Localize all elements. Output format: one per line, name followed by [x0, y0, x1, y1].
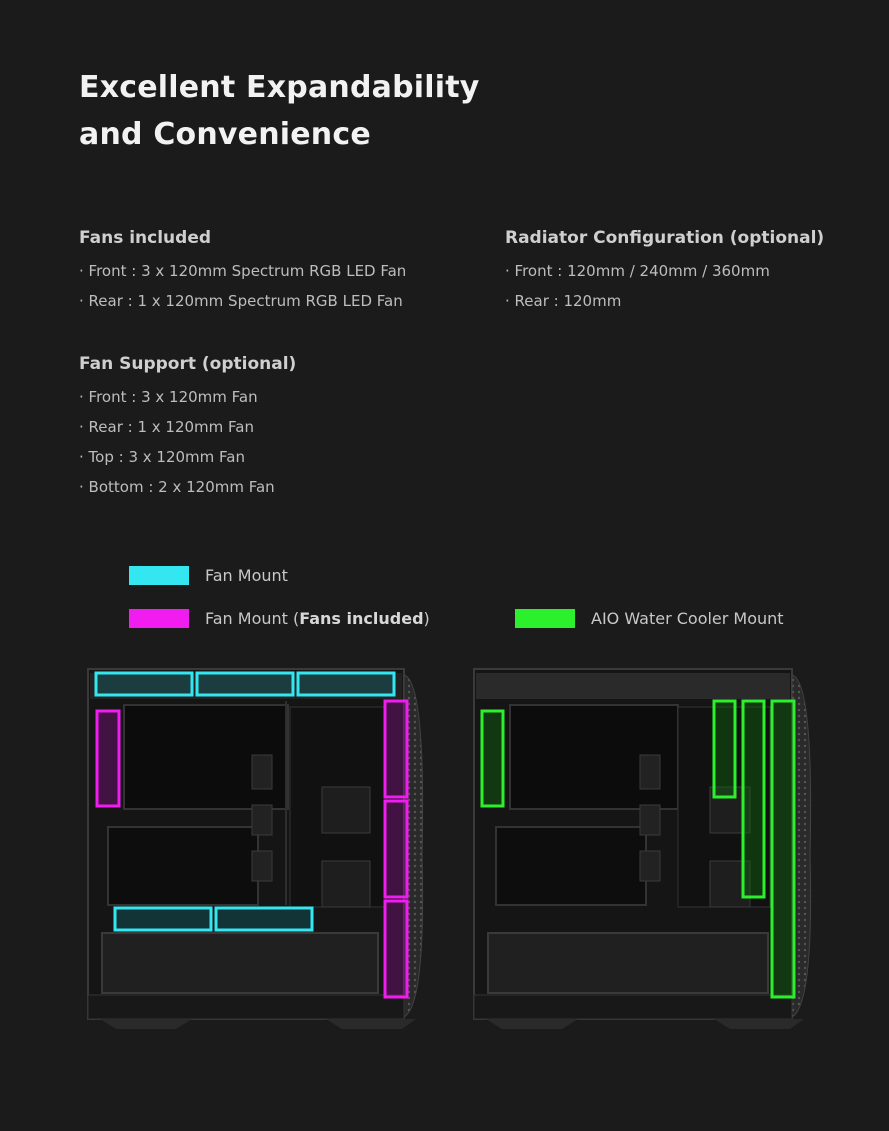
fan-mount-bottom-2 [214, 906, 314, 932]
fan-mount-front-included-2 [383, 799, 409, 899]
fan-mount-bottom-1 [113, 906, 213, 932]
radiator-item: Front : 120mm / 240mm / 360mm [505, 256, 824, 286]
fans-included-section: Fans included Front : 3 x 120mm Spectrum… [79, 228, 406, 316]
fan-mount-top-3 [296, 671, 396, 697]
fan-support-heading: Fan Support (optional) [79, 354, 297, 374]
legend-label-suffix: ) [423, 609, 430, 628]
case-body [87, 668, 424, 1029]
legend-fan-mount: Fan Mount [129, 566, 288, 585]
legend-swatch-cyan [129, 566, 189, 585]
legend-label: Fan Mount (Fans included) [205, 609, 430, 628]
fans-included-item: Front : 3 x 120mm Spectrum RGB LED Fan [79, 256, 407, 286]
radiator-item: Rear : 120mm [505, 286, 824, 316]
legend-swatch-magenta [129, 609, 189, 628]
fan-mount-front-included-3 [383, 899, 409, 999]
legend-label: AIO Water Cooler Mount [591, 609, 784, 628]
case-body [473, 668, 812, 1029]
legend-label-bold: Fans included [299, 609, 424, 628]
legend-aio-mount: AIO Water Cooler Mount [515, 609, 784, 628]
fan-mount-included [95, 699, 409, 999]
title-line-2: and Convenience [79, 117, 371, 152]
fan-support-item: Front : 3 x 120mm Fan [79, 382, 296, 412]
fan-support-item: Top : 3 x 120mm Fan [79, 442, 296, 472]
legend-swatch-green [515, 609, 575, 628]
title-line-1: Excellent Expandability [79, 70, 480, 105]
aio-mounts [480, 699, 796, 999]
fan-mount-bottom [113, 906, 314, 932]
fans-included-heading: Fans included [79, 228, 212, 248]
fan-mount-top-2 [195, 671, 295, 697]
legend-fan-mount-included: Fan Mount (Fans included) [129, 609, 430, 628]
aio-mount-front [770, 699, 796, 999]
fan-mount-top-1 [94, 671, 194, 697]
fan-mount-top [94, 671, 396, 697]
page-title: Excellent Expandability and Convenience [79, 64, 480, 158]
fan-support-section: Fan Support (optional) Front : 3 x 120mm… [79, 354, 296, 502]
case-diagram-fan-mounts [87, 668, 424, 1029]
fans-included-item: Rear : 1 x 120mm Spectrum RGB LED Fan [79, 286, 406, 316]
fan-support-item: Rear : 1 x 120mm Fan [79, 412, 296, 442]
aio-mount-top-2 [741, 699, 766, 899]
fan-mount-front-included-1 [383, 699, 409, 799]
aio-mount-rear [480, 709, 505, 808]
radiator-section: Radiator Configuration (optional) Front … [505, 228, 824, 316]
legend-label-prefix: Fan Mount ( [205, 609, 300, 628]
fan-mount-rear-included [95, 709, 121, 808]
aio-mount-top-1 [712, 699, 737, 799]
radiator-heading: Radiator Configuration (optional) [505, 228, 825, 248]
fan-support-item: Bottom : 2 x 120mm Fan [79, 472, 296, 502]
legend-label: Fan Mount [205, 566, 288, 585]
case-diagram-aio-mounts [473, 668, 812, 1029]
